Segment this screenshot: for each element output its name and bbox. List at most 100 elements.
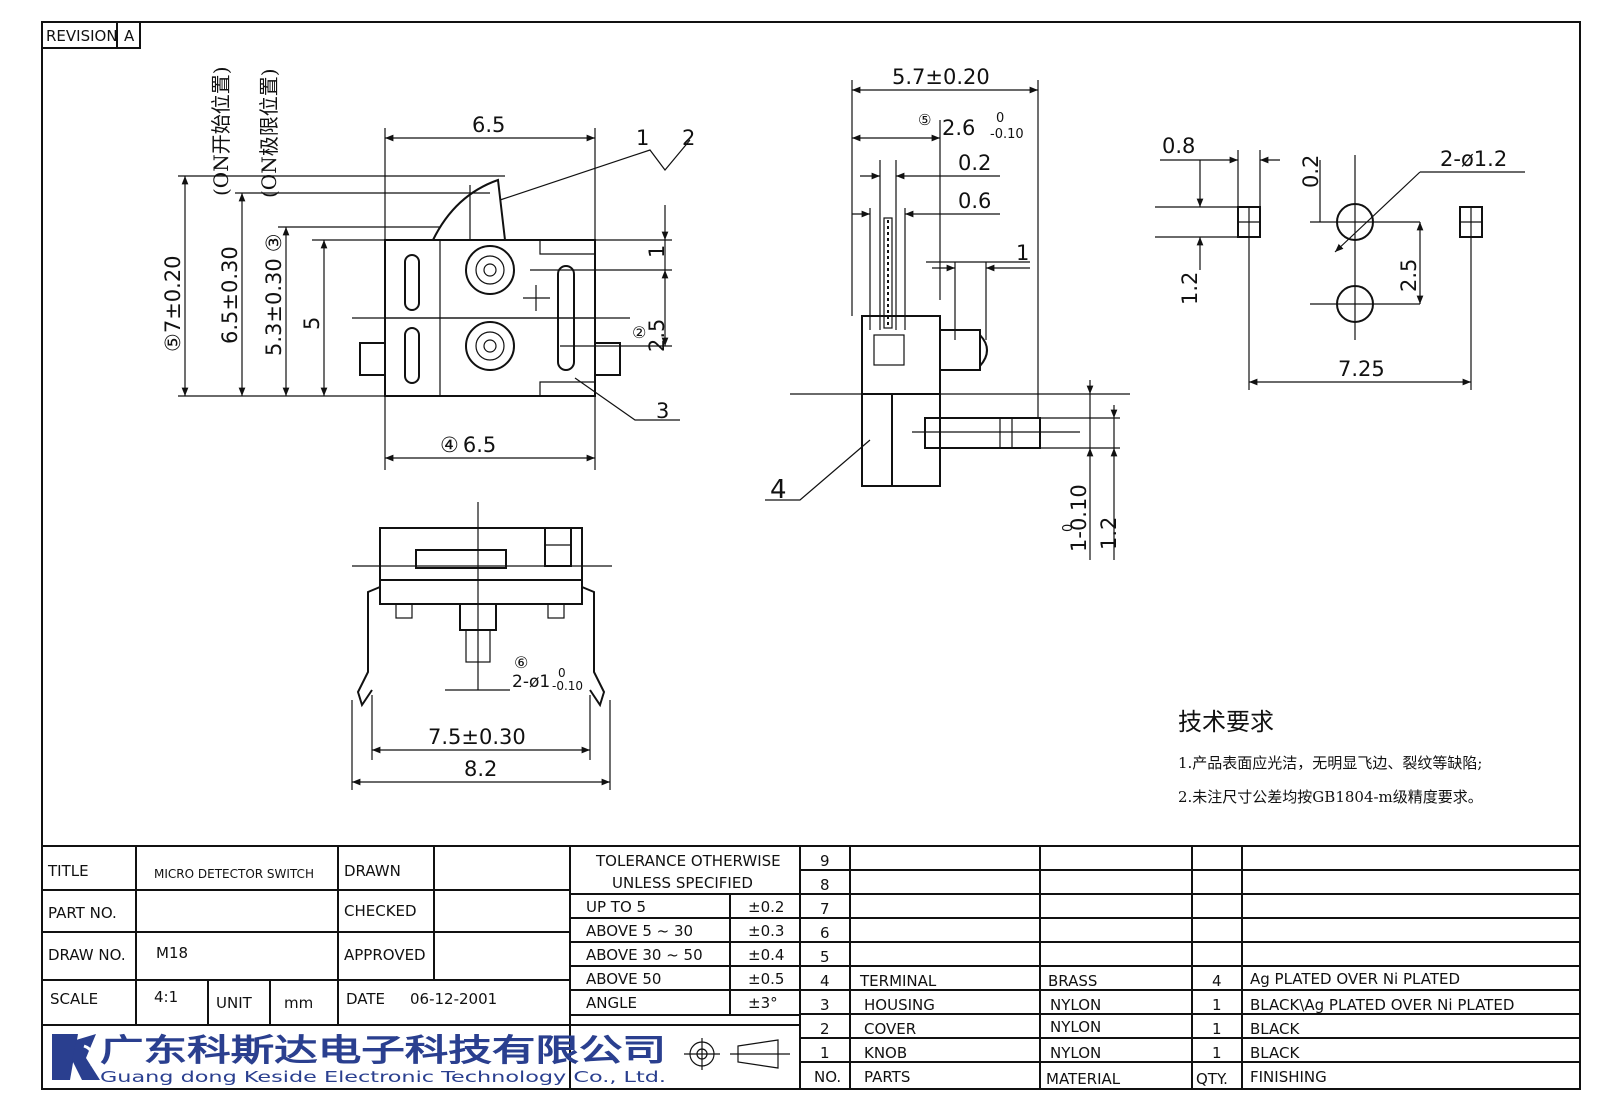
callout-3: 3 [656,399,669,423]
dim-1-2-side: 1.2 [1097,517,1121,550]
bom-material-1: NYLON [1050,1044,1101,1062]
bom-part-1: KNOB [864,1044,907,1062]
revision-box: REVISION A [41,21,141,49]
tolerance-header-1: TOLERANCE OTHERWISE [595,852,781,870]
dim-7-25: 7.25 [1338,357,1385,381]
dim-1-vert-tol: 0 [1061,524,1076,532]
tol-range-5: ANGLE [586,994,637,1012]
bom-finish-3: BLACK\Ag PLATED OVER Ni PLATED [1250,996,1514,1014]
revision-label: REVISION [46,27,118,45]
callout-4: 4 [770,475,787,505]
bom-qty-4: 4 [1212,972,1222,990]
technical-notes: 技术要求 1.产品表面应光洁，无明显飞边、裂纹等缺陷; 2.未注尺寸公差均按GB… [1178,708,1483,806]
bom-no-3: 3 [820,996,830,1014]
title-value: MICRO DETECTOR SWITCH [154,867,314,881]
bom-no-6: 6 [820,924,830,942]
dim-1-2-pcb: 1.2 [1178,272,1202,305]
dim-1-side: 1 [1016,241,1029,265]
draw-no-label: DRAW NO. [48,946,126,964]
projection-symbol-icon [684,1038,790,1070]
dim-6-5-top: 6.5 [472,113,505,137]
bom-finish-1: BLACK [1250,1044,1300,1062]
top-view: ⑤7±0.20 6.5±0.30 5.3±0.30③ 5 (ON开始位置) (O… [161,66,695,470]
company-logo-icon [52,1034,100,1080]
notes-title: 技术要求 [1178,708,1274,736]
dim-1-top: 1 [645,245,669,258]
dim-5: 5 [300,317,324,330]
dim-2-phi-1-2: 2-ø1.2 [1440,147,1507,171]
bom-material-3: NYLON [1050,996,1101,1014]
company-name-cn: 广东科斯达电子科技有限公司 [100,1033,666,1069]
tol-value-4: ±0.5 [748,970,784,988]
dim-2-5-pcb: 2.5 [1397,259,1421,292]
bom-no-8: 8 [820,876,830,894]
bom-finish-4: Ag PLATED OVER Ni PLATED [1250,970,1460,988]
bom-header-parts: PARTS [864,1068,910,1086]
unit-value: mm [284,994,313,1012]
title-label: TITLE [47,862,89,880]
circled-5-side: ⑤ [918,111,931,129]
callout-2: 2 [682,126,695,150]
tol-value-5: ±3° [748,994,778,1012]
tol-range-4: ABOVE 50 [586,970,661,988]
dim-0-6: 0.6 [958,189,991,213]
checked-label: CHECKED [344,902,417,920]
pcb-layout-view: 1.2 0.8 0.2 2-ø1.2 2.5 7.25 [1155,134,1525,390]
date-label: DATE [346,990,385,1008]
notes-line-1: 1.产品表面应光洁，无明显飞边、裂纹等缺陷; [1178,754,1482,772]
dim-5-3: 5.3±0.30③ [262,233,286,356]
bom-no-4: 4 [820,972,830,990]
dim-7: ⑤7±0.20 [161,255,185,352]
tol-value-2: ±0.3 [748,922,784,940]
tolerance-header-2: UNLESS SPECIFIED [612,874,753,892]
tol-value-3: ±0.4 [748,946,784,964]
part-no-label: PART NO. [48,904,117,922]
callout-1: 1 [636,126,649,150]
dim-5-7: 5.7±0.20 [892,65,990,89]
side-view: 5.7±0.20 ⑤ 2.6 0 -0.10 0.2 0.6 1 [765,65,1130,560]
bom-material-2: NYLON [1050,1018,1101,1036]
bom-part-2: COVER [864,1020,916,1038]
scale-label: SCALE [50,990,98,1008]
dim-2-6-tol-low: -0.10 [990,127,1024,142]
front-view: ⑥ 2-ø1 0 -0.10 7.5±0.30 8.2 [351,502,612,790]
tol-range-1: UP TO 5 [586,898,646,916]
bom-qty-3: 1 [1212,996,1222,1014]
tol-range-3: ABOVE 30 ~ 50 [586,946,703,964]
circled-6: ⑥ [514,653,528,672]
bom-no-9: 9 [820,852,830,870]
company-name-en: Guang dong Keside Electronic Technology … [100,1068,666,1086]
dim-2-6: 2.6 [942,116,975,140]
bom-no-7: 7 [820,900,830,918]
scale-value: 4:1 [154,988,178,1006]
dim-pin-tol-low: -0.10 [552,679,583,693]
dim-2-phi-1: 2-ø1 [512,672,550,692]
bom-part-4: TERMINAL [859,972,937,990]
bom-header-finishing: FINISHING [1250,1068,1327,1086]
bom-qty-1: 1 [1212,1044,1222,1062]
tol-value-1: ±0.2 [748,898,784,916]
bom-header-no: NO. [814,1068,841,1086]
dim-2-6-tol-up: 0 [996,111,1004,126]
dim-7-5: 7.5±0.30 [428,725,526,749]
drawn-label: DRAWN [344,862,401,880]
label-on-limit: (ON极限位置) [257,68,281,198]
bom-header-material: MATERIAL [1046,1070,1121,1088]
revision-value: A [124,27,135,45]
drawing-frame [41,21,1581,1090]
label-on-start: (ON开始位置) [209,66,233,196]
circled-2: ② [632,323,646,342]
dim-pin-tol-up: 0 [558,666,566,680]
unit-label: UNIT [216,994,253,1012]
dim-0-2-pcb: 0.2 [1299,155,1323,188]
dim-1-vert: 1-0.10 [1067,484,1091,552]
bom-finish-2: BLACK [1250,1020,1300,1038]
tol-range-2: ABOVE 5 ~ 30 [586,922,693,940]
bom-material-4: BRASS [1048,972,1097,990]
dim-8-2: 8.2 [464,757,497,781]
title-block: TITLE MICRO DETECTOR SWITCH PART NO. DRA… [42,845,1580,1089]
bom-no-5: 5 [820,948,830,966]
bom-no-1: 1 [820,1044,830,1062]
